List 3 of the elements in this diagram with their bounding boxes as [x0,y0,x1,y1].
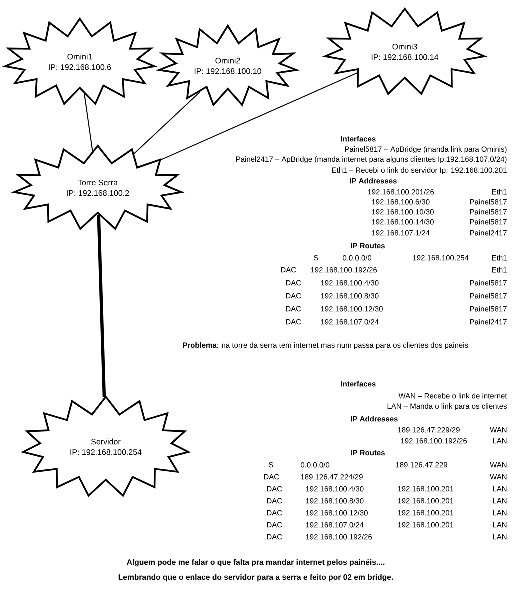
connection-line [84,94,94,152]
connection-line [97,214,106,398]
connection-line [134,91,202,154]
